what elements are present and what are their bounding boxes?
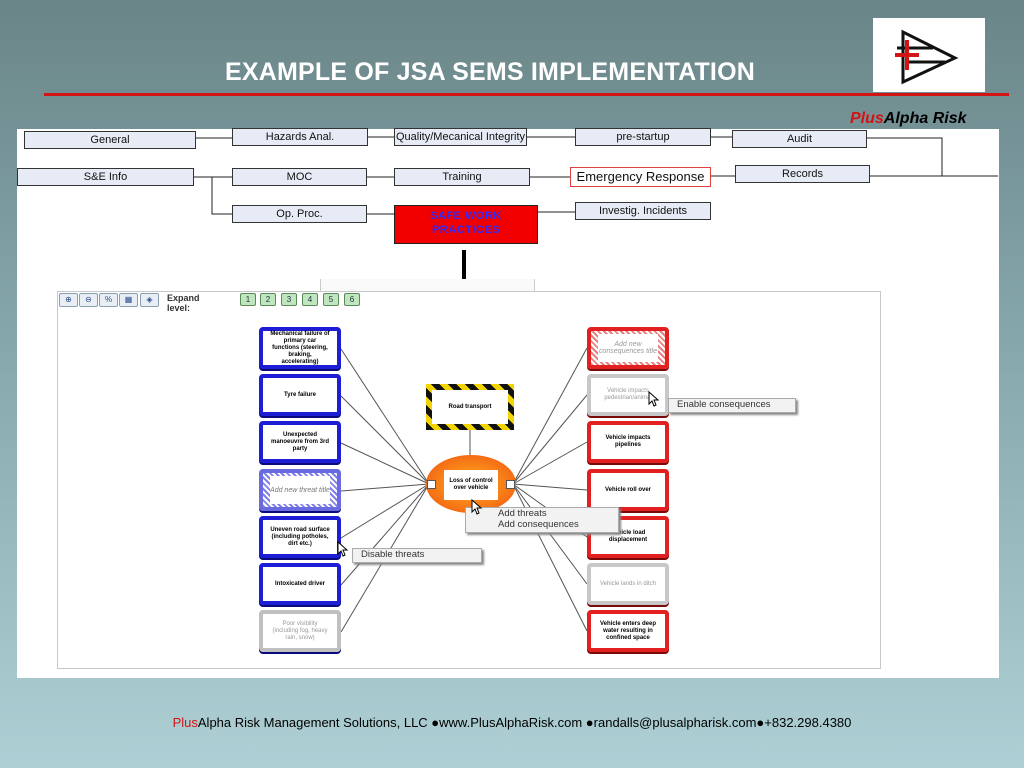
mouse-cursor-icon: [471, 499, 483, 515]
center-view-icon[interactable]: ◈: [140, 293, 159, 307]
mouse-cursor-icon: [337, 541, 349, 557]
consequence-label: Vehicle lands in ditch: [598, 570, 658, 598]
threat-node-disabled[interactable]: Poor visibility (including fog, heavy ra…: [259, 610, 341, 652]
zoom-fit-icon[interactable]: %: [99, 293, 118, 307]
flow-safe-work-practices: SAFE WORK PRACTICES: [394, 205, 538, 244]
expand-level-4[interactable]: 4: [302, 293, 318, 306]
threat-label: Add new threat title: [270, 476, 330, 504]
consequence-label: Vehicle roll over: [598, 476, 658, 504]
threat-label: Intoxicated driver: [270, 570, 330, 598]
add-threat-node[interactable]: Add new threat title: [259, 469, 341, 511]
flow-audit: Audit: [732, 130, 867, 148]
top-event-label: Loss of control over vehicle: [444, 470, 498, 500]
footer-plus: Plus: [172, 715, 198, 730]
right-handle[interactable]: [506, 480, 515, 489]
context-menu-consequences: Enable consequences: [668, 398, 796, 413]
brand-alpha-risk: Alpha Risk: [883, 110, 967, 127]
menu-item-enable-consequences[interactable]: Enable consequences: [677, 399, 771, 410]
flow-moc: MOC: [232, 168, 367, 186]
threat-node[interactable]: Tyre failure: [259, 374, 341, 416]
menu-item-disable-threats[interactable]: Disable threats: [361, 549, 425, 560]
footer-contact: PlusAlpha Risk Management Solutions, LLC…: [0, 715, 1024, 730]
threat-label: Unexpected manoeuvre from 3rd party: [270, 428, 330, 456]
flow-quality-integrity: Quality/Mecanical Integrity: [394, 128, 527, 146]
brand-name: PlusAlpha Risk: [850, 110, 966, 128]
hazard-label: Road transport: [432, 390, 508, 424]
context-menu-threats: Disable threats: [352, 548, 482, 563]
threat-label: Uneven road surface (including potholes,…: [270, 523, 330, 551]
threat-node[interactable]: Unexpected manoeuvre from 3rd party: [259, 421, 341, 463]
flow-op-proc: Op. Proc.: [232, 205, 367, 223]
flow-hazards-anal: Hazards Anal.: [232, 128, 368, 146]
hazard-node[interactable]: Road transport: [426, 384, 514, 430]
threat-label: Mechanical failure of primary car functi…: [270, 330, 330, 365]
consequence-node-disabled[interactable]: Vehicle lands in ditch: [587, 563, 669, 605]
threat-node[interactable]: Intoxicated driver: [259, 563, 341, 605]
expand-level-3[interactable]: 3: [281, 293, 297, 306]
flow-training: Training: [394, 168, 530, 186]
expand-level-1[interactable]: 1: [240, 293, 256, 306]
company-logo: [873, 18, 985, 92]
zoom-in-icon[interactable]: ⊕: [59, 293, 78, 307]
grid-view-icon[interactable]: ▦: [119, 293, 138, 307]
footer-details: Management Solutions, LLC ●www.PlusAlpha…: [260, 715, 852, 730]
context-menu-top-event: Add threats Add consequences: [465, 507, 619, 533]
left-handle[interactable]: [427, 480, 436, 489]
title-underline: [44, 93, 1009, 96]
threat-label: Poor visibility (including fog, heavy ra…: [270, 617, 330, 645]
expand-level-2[interactable]: 2: [260, 293, 276, 306]
menu-item-add-consequences[interactable]: Add consequences: [498, 519, 579, 530]
consequence-node[interactable]: Vehicle enters deep water resulting in c…: [587, 610, 669, 652]
expand-level-label: Expand level:: [167, 293, 200, 313]
add-consequence-node[interactable]: Add new consequences title: [587, 327, 669, 369]
brand-plus: Plus: [850, 110, 884, 127]
top-event-node[interactable]: Loss of control over vehicle: [426, 455, 516, 513]
consequence-node[interactable]: Vehicle impacts pipelines: [587, 421, 669, 463]
consequence-node[interactable]: Vehicle roll over: [587, 469, 669, 511]
threat-node[interactable]: Mechanical failure of primary car functi…: [259, 327, 341, 369]
consequence-label: Vehicle impacts pipelines: [598, 428, 658, 456]
page-title: EXAMPLE OF JSA SEMS IMPLEMENTATION: [225, 58, 755, 86]
threat-node[interactable]: Uneven road surface (including potholes,…: [259, 516, 341, 558]
flow-investig-incidents: Investig. Incidents: [575, 202, 711, 220]
flow-records: Records: [735, 165, 870, 183]
expand-level-5[interactable]: 5: [323, 293, 339, 306]
flow-pre-startup: pre-startup: [575, 128, 711, 146]
consequence-label: Vehicle enters deep water resulting in c…: [598, 617, 658, 645]
flow-se-info: S&E Info: [17, 168, 194, 186]
zoom-out-icon[interactable]: ⊖: [79, 293, 98, 307]
flow-general: General: [24, 131, 196, 149]
consequence-label: Vehicle impacts pedestrian/animal: [598, 381, 658, 409]
consequence-label: Add new consequences title: [598, 334, 658, 362]
mouse-cursor-icon: [648, 391, 660, 407]
menu-item-add-threats[interactable]: Add threats: [498, 508, 547, 519]
flow-emergency-response: Emergency Response: [570, 167, 711, 187]
expand-level-6[interactable]: 6: [344, 293, 360, 306]
footer-alpha-risk: Alpha Risk: [197, 715, 261, 730]
consequence-node-disabled[interactable]: Vehicle impacts pedestrian/animal: [587, 374, 669, 416]
threat-label: Tyre failure: [270, 381, 330, 409]
